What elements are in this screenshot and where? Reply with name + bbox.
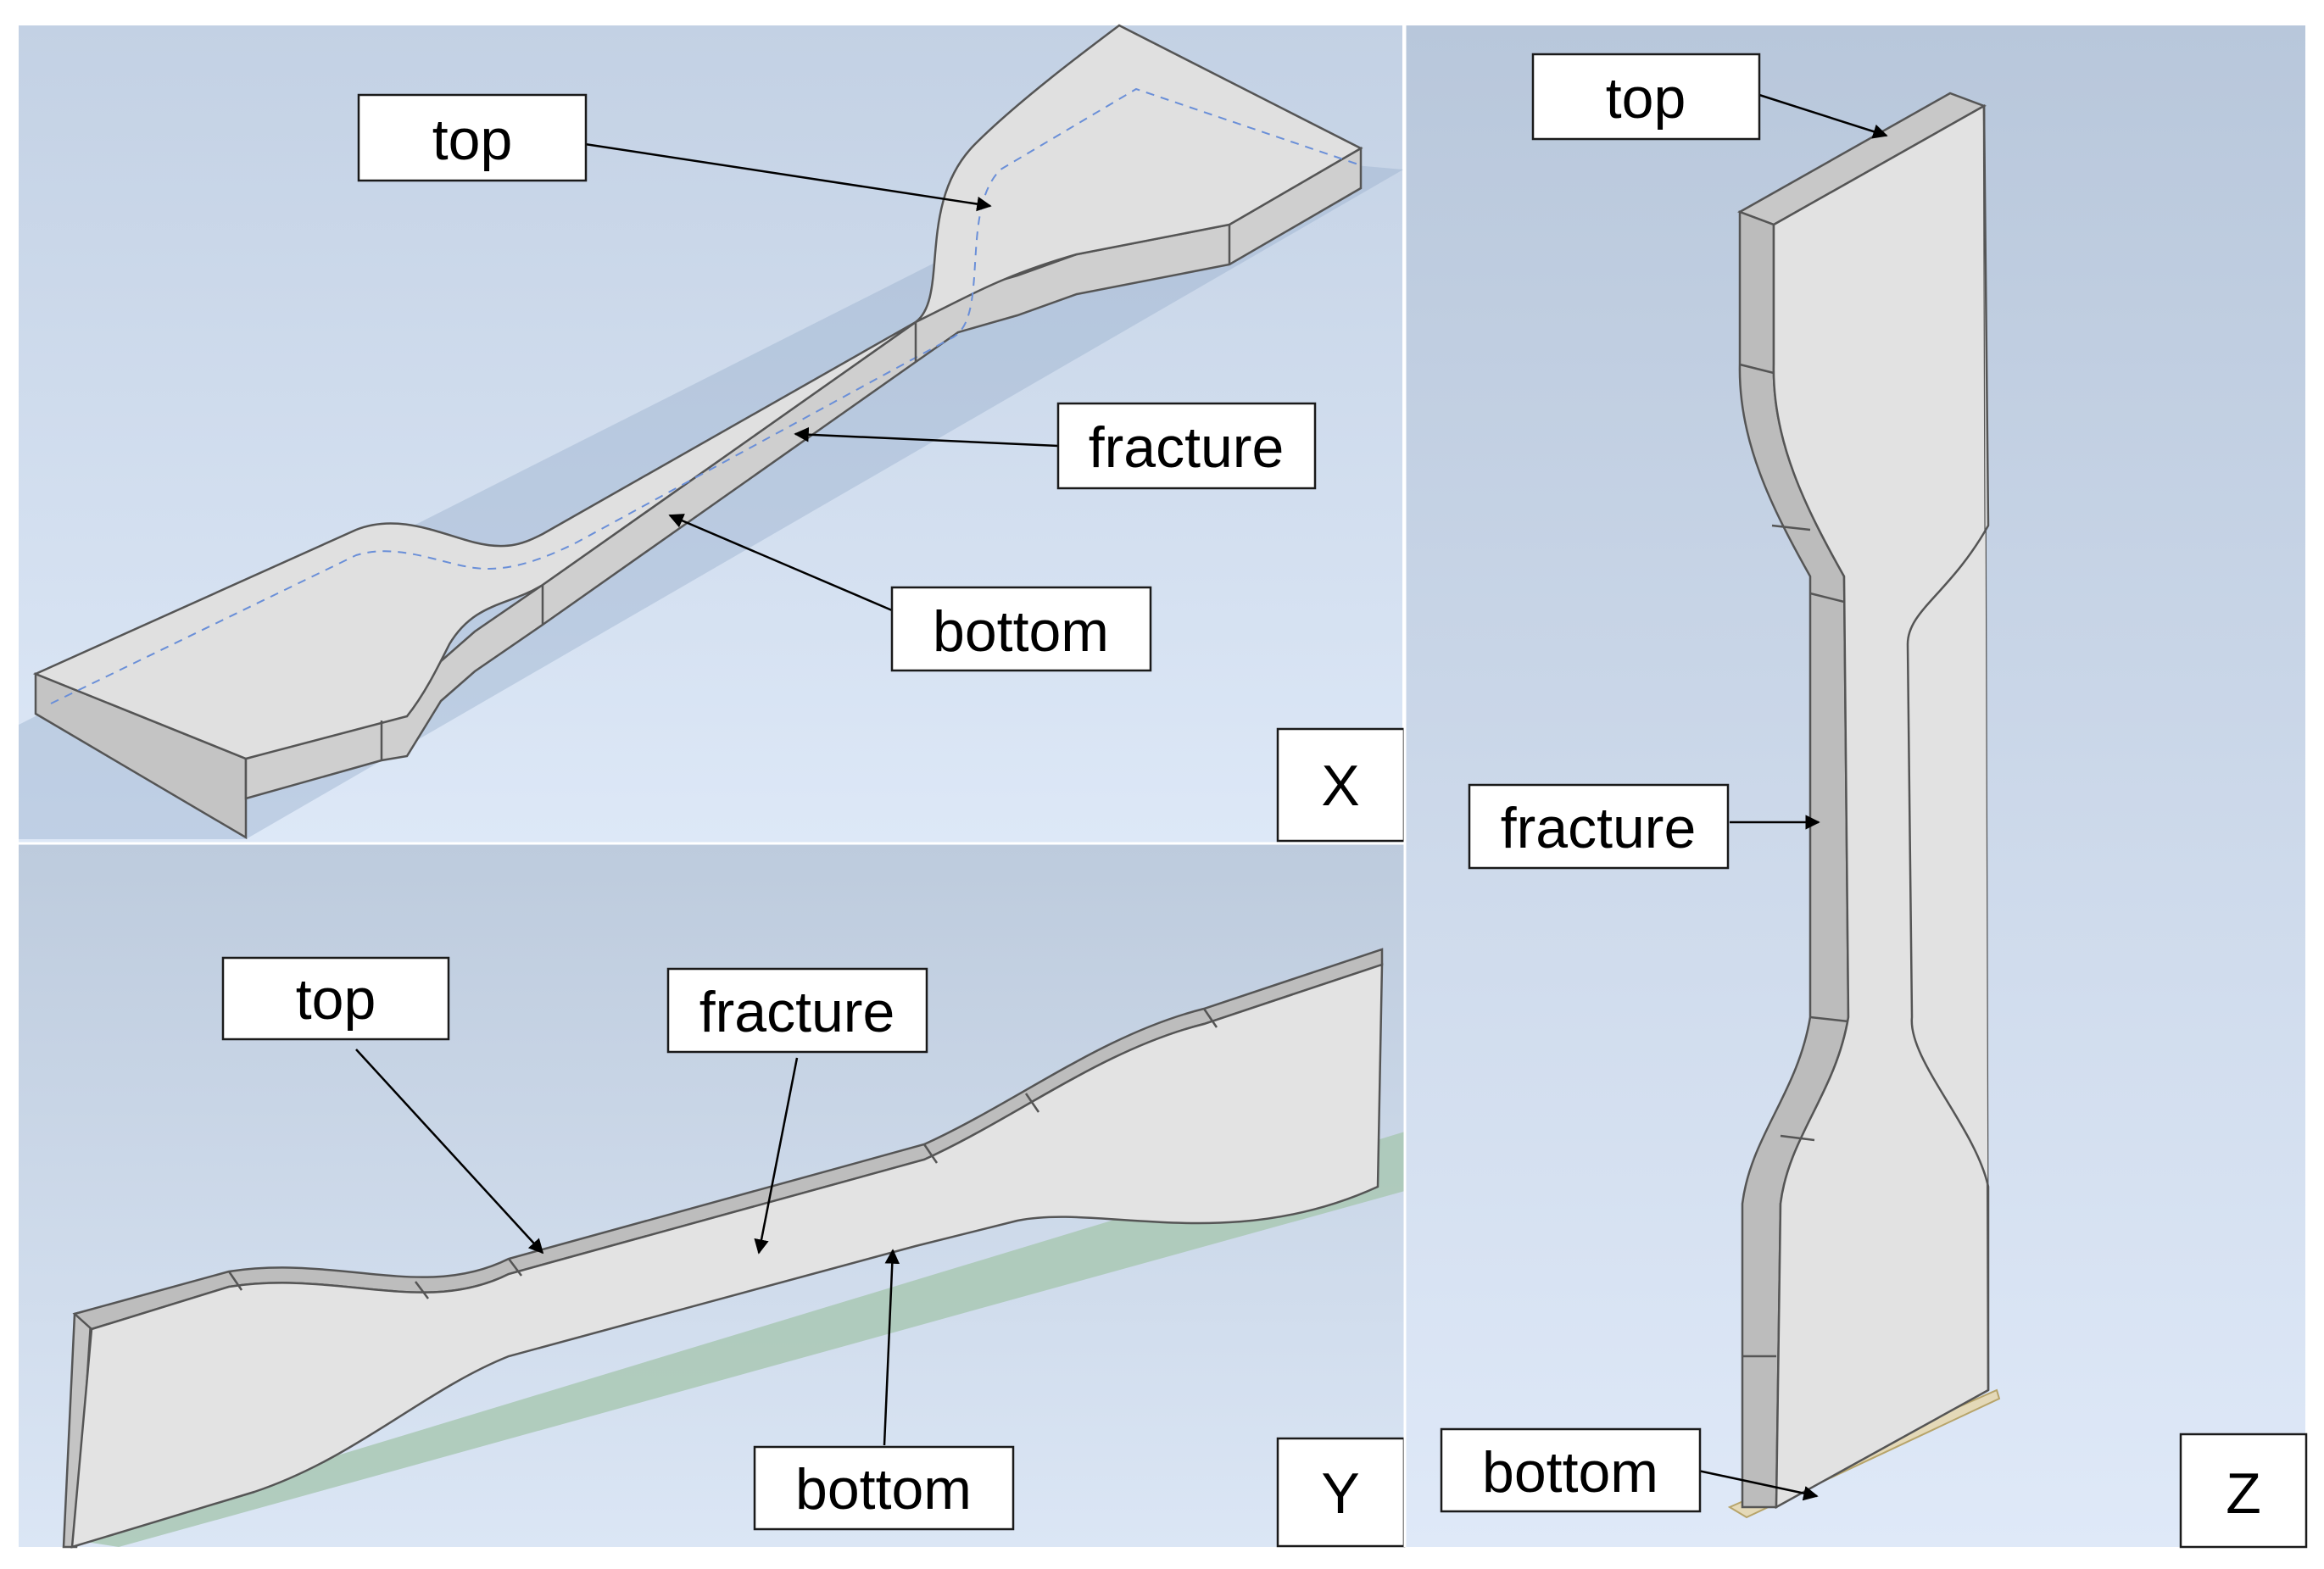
panel-y-tag: Y xyxy=(1276,1437,1406,1548)
callout-x-bottom: bottom xyxy=(668,514,1152,672)
callout-y-fracture: fracture xyxy=(666,967,928,1255)
panel-y-letter: Y xyxy=(1321,1461,1359,1526)
label-x-top: top xyxy=(432,108,513,172)
callout-z-bottom: bottom xyxy=(1440,1427,1819,1513)
callout-z-fracture: fracture xyxy=(1468,783,1820,870)
label-box-x-bottom xyxy=(890,586,1152,672)
label-x-bottom: bottom xyxy=(933,599,1109,664)
label-box-z-fracture xyxy=(1468,783,1730,870)
panel-z-tag: Z xyxy=(2179,1433,2308,1549)
panel-x: top fracture bottom X xyxy=(19,24,1406,843)
label-y-bottom: bottom xyxy=(795,1457,972,1522)
build-plate-y xyxy=(64,1132,1405,1547)
callout-x-top: top xyxy=(357,93,992,212)
label-box-z-top xyxy=(1531,53,1761,141)
label-box-y-fracture xyxy=(666,967,928,1054)
label-z-bottom: bottom xyxy=(1482,1440,1658,1505)
panel-x-tag: X xyxy=(1276,727,1406,843)
label-box-x-top xyxy=(357,93,588,182)
panel-x-letter: X xyxy=(1321,754,1359,818)
label-z-top: top xyxy=(1606,66,1686,131)
label-box-x-fracture xyxy=(1056,402,1317,490)
callout-y-top: top xyxy=(221,956,544,1255)
callout-y-bottom: bottom xyxy=(753,1249,1015,1531)
specimen-y xyxy=(62,948,1384,1549)
label-box-y-bottom xyxy=(753,1445,1015,1531)
callout-z-top: top xyxy=(1531,53,1888,141)
label-box-y-top xyxy=(221,956,450,1041)
panel-y: top fracture bottom Y xyxy=(19,843,1406,1549)
panel-z-letter: Z xyxy=(2226,1461,2261,1526)
specimen-z xyxy=(1737,92,1990,1510)
label-x-fracture: fracture xyxy=(1089,415,1285,480)
label-z-fracture: fracture xyxy=(1501,796,1697,860)
panel-z: top fracture bottom Z xyxy=(1405,25,2308,1549)
label-y-fracture: fracture xyxy=(699,980,895,1044)
label-box-z-bottom xyxy=(1440,1427,1702,1513)
label-y-top: top xyxy=(296,967,376,1032)
specimen-x xyxy=(32,24,1363,840)
callout-x-fracture: fracture xyxy=(794,402,1317,490)
